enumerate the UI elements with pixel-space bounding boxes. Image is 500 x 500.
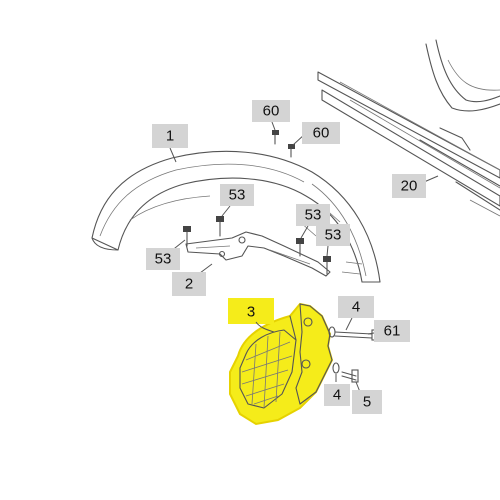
callout-61: 61 — [374, 320, 410, 342]
callout-3: 3 — [247, 304, 255, 321]
callout-53c: 53 — [316, 224, 350, 246]
callout-60a-text: 60 — [263, 103, 280, 120]
screw-53-right-a — [296, 238, 304, 257]
callout-60b: 60 — [302, 122, 340, 144]
disc-guard-part-highlighted — [228, 298, 334, 426]
callout-53a-text: 53 — [229, 187, 246, 204]
callout-20: 20 — [392, 174, 426, 198]
fender-brace-part — [185, 231, 331, 277]
callout-53b: 53 — [296, 204, 330, 226]
callout-60a: 60 — [252, 100, 290, 122]
callout-5: 5 — [352, 390, 382, 414]
callout-53a: 53 — [220, 184, 254, 206]
bolt-61 — [328, 326, 379, 341]
screw-60-a — [272, 130, 279, 145]
screw-53-center — [216, 216, 224, 237]
bolt-5 — [341, 369, 359, 383]
callout-2-text: 2 — [185, 276, 193, 293]
callout-20-text: 20 — [401, 178, 418, 195]
callout-4a-text: 4 — [352, 299, 360, 316]
callout-2: 2 — [172, 272, 206, 296]
callout-5-text: 5 — [363, 394, 371, 411]
callout-4b-text: 4 — [333, 387, 341, 404]
callout-53c-text: 53 — [325, 227, 342, 244]
front-fender-part — [91, 150, 381, 283]
screw-53-right-b — [323, 256, 331, 275]
callout-4b: 4 — [324, 384, 350, 406]
callout-1: 1 — [152, 124, 188, 148]
callout-53d: 53 — [146, 248, 180, 270]
callout-61-text: 61 — [384, 323, 401, 340]
callout-box-3-highlight — [228, 298, 274, 324]
fork-tube-part — [317, 71, 500, 217]
callout-4a: 4 — [338, 296, 374, 318]
headlight-housing-part — [425, 39, 500, 112]
screw-53-left — [183, 226, 191, 247]
callout-1-text: 1 — [166, 128, 174, 145]
washer-4-lower — [332, 362, 340, 374]
callout-60b-text: 60 — [313, 125, 330, 142]
callout-3-text: 3 — [247, 304, 255, 321]
callout-53b-text: 53 — [305, 207, 322, 224]
screw-60-b — [288, 144, 295, 158]
callout-53d-text: 53 — [155, 251, 172, 268]
